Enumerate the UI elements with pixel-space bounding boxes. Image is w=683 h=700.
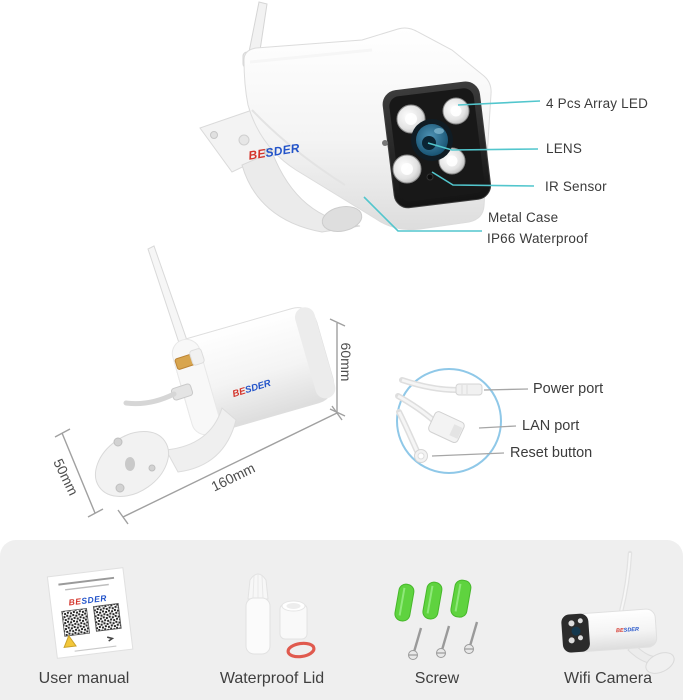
brand-logo: BESDER xyxy=(616,627,639,635)
dimension-lines xyxy=(54,318,346,525)
lens xyxy=(411,119,453,161)
cables-illustration xyxy=(395,368,529,474)
label-ir-sensor: IR Sensor xyxy=(545,179,607,194)
label-lens: LENS xyxy=(546,141,583,156)
port-callout-lines xyxy=(431,388,529,457)
label-power-port: Power port xyxy=(533,381,604,397)
callout-line-lens xyxy=(427,142,539,151)
qr-code xyxy=(61,607,91,637)
lan-cable xyxy=(395,393,465,444)
camera-front-illustration: BESDER xyxy=(199,1,492,233)
callout-lines xyxy=(363,100,541,232)
o-ring xyxy=(286,641,316,659)
qr-code xyxy=(92,603,122,632)
user-manual-illustration: BESDER xyxy=(46,567,134,659)
wifi-camera-illustration: BESDER xyxy=(560,550,675,674)
brand-logo: BESDER xyxy=(247,141,300,163)
label-reset-button: Reset button xyxy=(510,445,593,461)
brand-logo: BESDER xyxy=(68,593,108,608)
screw-illustration xyxy=(394,579,479,660)
label-lan-port: LAN port xyxy=(522,418,580,434)
callout-line-ir xyxy=(431,171,535,187)
label-metal-case: Metal Case xyxy=(488,210,559,225)
camera-body xyxy=(171,307,336,436)
face-screw xyxy=(382,140,388,146)
waterproof-lid-illustration xyxy=(245,573,316,659)
cable xyxy=(123,391,177,407)
label-screw: Screw xyxy=(414,670,460,687)
power-cable xyxy=(399,377,483,396)
dimension-height: 60mm xyxy=(338,342,354,382)
camera-size-illustration: BESDER xyxy=(95,245,336,497)
reset-cable xyxy=(396,409,428,463)
label-ip66: IP66 Waterproof xyxy=(487,231,588,246)
dim-line-length xyxy=(122,412,338,518)
mount-bracket xyxy=(95,407,237,497)
label-user-manual: User manual xyxy=(38,670,130,687)
ir-sensor xyxy=(426,173,434,181)
label-waterproof-lid: Waterproof Lid xyxy=(219,670,325,687)
label-wifi-camera: Wifi Camera xyxy=(563,670,653,687)
dim-line-base xyxy=(61,432,96,514)
antenna xyxy=(147,245,191,353)
callout-line-led xyxy=(457,100,541,106)
warning-icon xyxy=(63,634,77,649)
label-array-led: 4 Pcs Array LED xyxy=(546,96,649,111)
camera-body: BESDER xyxy=(560,608,658,653)
callout-line-case xyxy=(363,196,482,232)
antenna-connector xyxy=(174,348,205,370)
